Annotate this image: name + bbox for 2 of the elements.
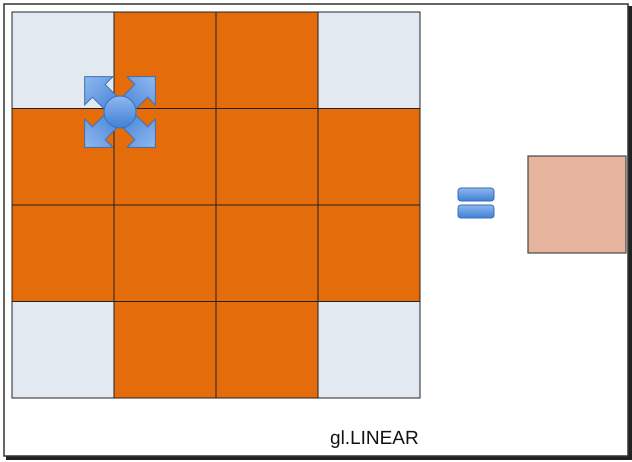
caption-label: gl.LINEAR [330, 428, 419, 450]
filtered-color-square [527, 155, 627, 254]
